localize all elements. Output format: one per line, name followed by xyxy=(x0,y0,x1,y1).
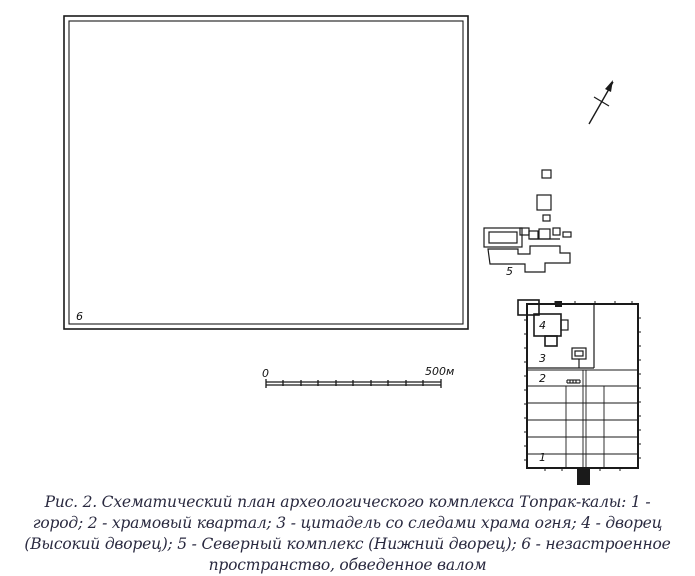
scale-start-label: 0 xyxy=(262,367,269,380)
label-area-4: 4 xyxy=(539,319,546,332)
high-palace xyxy=(517,299,569,347)
scale-end-label: 500м xyxy=(425,365,454,378)
citadel xyxy=(527,304,595,369)
label-area-1: 1 xyxy=(539,451,546,464)
street-grid xyxy=(527,369,638,468)
city-plan xyxy=(517,299,641,485)
temple-quarter xyxy=(566,379,581,384)
south-gate xyxy=(577,468,590,485)
scale-bar xyxy=(265,379,442,388)
site-plan: 0 500м 6 5 4 3 2 1 xyxy=(63,15,641,485)
label-area-5: 5 xyxy=(506,265,513,278)
label-area-6: 6 xyxy=(76,310,83,323)
northern-complex xyxy=(483,169,572,273)
figure-caption: Рис. 2. Схематический план археологическ… xyxy=(24,493,671,574)
rampart-enclosure xyxy=(63,15,469,330)
north-arrow-icon xyxy=(588,80,614,125)
label-area-2: 2 xyxy=(539,372,546,385)
wall-towers xyxy=(524,301,641,471)
label-area-3: 3 xyxy=(539,352,546,365)
